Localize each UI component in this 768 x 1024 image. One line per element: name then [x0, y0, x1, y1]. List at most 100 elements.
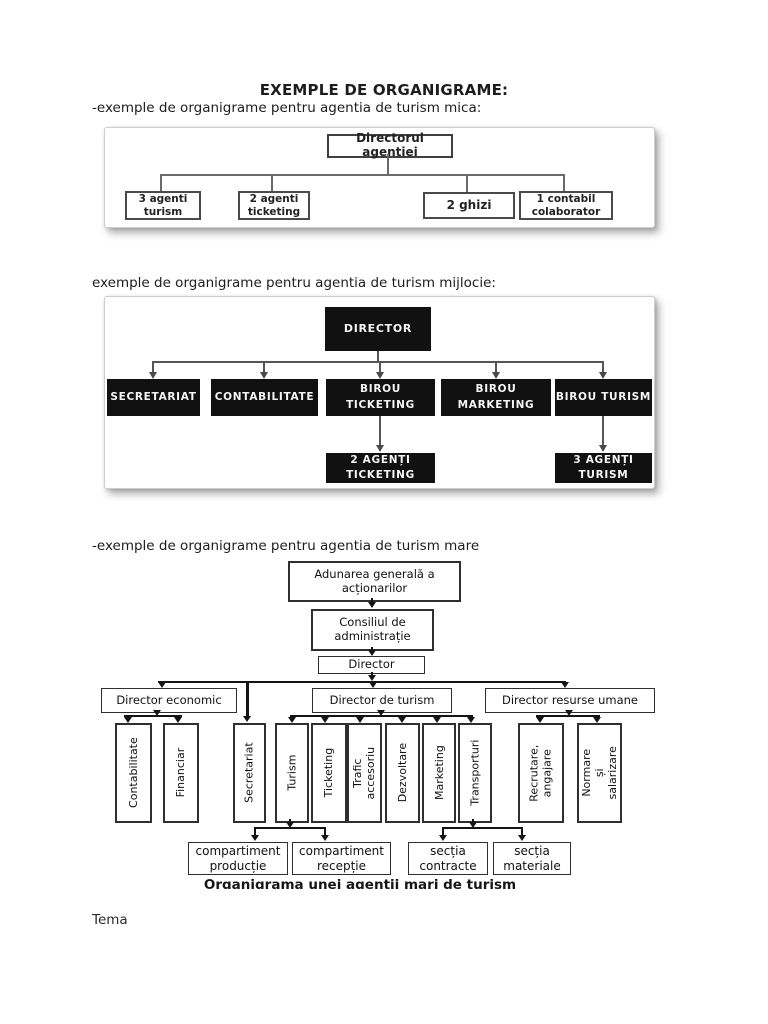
- vertical-label: Marketing: [432, 745, 446, 801]
- org-node-agenti-ticketing: 2 agenti ticketing: [238, 191, 310, 220]
- arrow-down-icon: [467, 717, 475, 723]
- arrow-down-icon: [251, 835, 259, 841]
- connector-line: [324, 827, 326, 835]
- arrow-down-icon: [321, 835, 329, 841]
- org-node-adunarea-generala: Adunarea generală a acționarilor: [288, 561, 461, 602]
- connector-line: [495, 361, 497, 373]
- arrow-down-icon: [376, 445, 384, 452]
- connector-line: [466, 174, 468, 192]
- org-node-financiar: Financiar: [163, 723, 199, 823]
- org-node-compartiment-receptie: compartiment recepție: [292, 842, 391, 875]
- page-title: EXEMPLE DE ORGANIGRAME:: [259, 81, 509, 99]
- connector-line: [152, 361, 603, 363]
- arrow-down-icon: [599, 445, 607, 452]
- org-node-contabilitate: Contabilitate: [115, 723, 152, 823]
- connector-line: [371, 598, 373, 603]
- connector-line: [160, 174, 565, 176]
- org-node-ghizi: 2 ghizi: [423, 192, 515, 219]
- vertical-label: Turism: [285, 754, 299, 792]
- connector-line: [289, 819, 291, 824]
- org-node-transporturi: Transporturi: [458, 723, 492, 823]
- arrow-down-icon: [492, 372, 500, 379]
- org-node-agenti-turism: 3 AGENȚI TURISM: [555, 453, 652, 483]
- arrow-down-icon: [158, 682, 166, 688]
- vertical-label: Ticketing: [322, 748, 336, 798]
- arrow-down-icon: [153, 710, 161, 716]
- arrow-down-icon: [599, 372, 607, 379]
- arrow-down-icon: [356, 717, 364, 723]
- vertical-label: Dezvoltare: [395, 743, 409, 803]
- org-node-trafic-accesoriu: Trafic accesoriu: [347, 723, 382, 823]
- connector-line: [379, 361, 381, 373]
- connector-line: [602, 361, 604, 373]
- org-node-director-resurse-umane: Director resurse umane: [485, 688, 655, 713]
- arrow-down-icon: [368, 602, 376, 608]
- arrow-down-icon: [260, 372, 268, 379]
- arrow-down-icon: [174, 717, 182, 723]
- org-node-director: DIRECTOR: [325, 307, 431, 351]
- heading-medium-agency: exemple de organigrame pentru agentia de…: [92, 275, 496, 291]
- org-node-birou-turism: BIROU TURISM: [555, 379, 652, 416]
- org-node-ticketing: Ticketing: [311, 723, 347, 823]
- connector-line: [442, 827, 444, 835]
- arrow-down-icon: [376, 372, 384, 379]
- connector-line: [160, 174, 162, 191]
- arrow-down-icon: [149, 372, 157, 379]
- connector-line: [521, 827, 523, 835]
- connector-line: [254, 827, 256, 835]
- arrow-down-icon: [288, 717, 296, 723]
- org-node-agenti-turism: 3 agenti turism: [125, 191, 201, 220]
- vertical-label: Transporturi: [468, 739, 482, 807]
- arrow-down-icon: [433, 717, 441, 723]
- arrow-down-icon: [243, 716, 251, 722]
- org-node-consiliul-administratie: Consiliul de administrație: [311, 609, 434, 651]
- org-node-agenti-ticketing: 2 AGENȚI TICKETING: [326, 453, 435, 483]
- connector-line: [387, 154, 389, 174]
- connector-line: [263, 361, 265, 373]
- org-chart-medium-panel: DIRECTOR SECRETARIAT CONTABILITATE BIROU…: [104, 296, 655, 489]
- org-node-dezvoltare: Dezvoltare: [385, 723, 420, 823]
- arrow-down-icon: [518, 835, 526, 841]
- connector-rail: [443, 827, 523, 829]
- connector-rail: [255, 827, 326, 829]
- arrow-down-icon: [561, 682, 569, 688]
- connector-rail: [536, 715, 600, 717]
- arrow-down-icon: [124, 717, 132, 723]
- org-node-secretariat: SECRETARIAT: [107, 379, 200, 416]
- vertical-label: Normare și salarizare: [579, 746, 620, 800]
- org-node-director-turism: Director de turism: [312, 688, 452, 713]
- vertical-label: Financiar: [174, 748, 188, 798]
- org-node-compartiment-productie: compartiment producție: [188, 842, 288, 875]
- footer-tema: Tema: [92, 912, 128, 928]
- connector-line: [602, 416, 604, 446]
- org-node-sectia-materiale: secția materiale: [493, 842, 571, 875]
- connector-line: [377, 351, 379, 362]
- vertical-label: Trafic accesoriu: [351, 746, 378, 800]
- org-node-marketing: Marketing: [422, 723, 456, 823]
- org-node-director-economic: Director economic: [101, 688, 237, 713]
- org-node-contabil: 1 contabil colaborator: [519, 191, 613, 220]
- org-node-secretariat: Secretariat: [233, 723, 266, 823]
- connector-line: [472, 819, 474, 824]
- org-node-sectia-contracte: secția contracte: [408, 842, 488, 875]
- vertical-label: Recrutare, angajare: [527, 744, 554, 802]
- org-chart-small-panel: Directorul agentiei 3 agenti turism 2 ag…: [104, 127, 655, 228]
- arrow-down-icon: [439, 835, 447, 841]
- org-node-turism: Turism: [275, 723, 309, 823]
- org-node-recrutare-angajare: Recrutare, angajare: [518, 723, 564, 823]
- arrow-down-icon: [377, 710, 385, 716]
- arrow-down-icon: [469, 822, 477, 828]
- connector-line: [271, 174, 273, 191]
- connector-line: [246, 683, 249, 717]
- org-node-birou-ticketing: BIROU TICKETING: [326, 379, 435, 416]
- connector-line: [152, 361, 154, 373]
- org-node-director-agentie: Directorul agentiei: [327, 131, 453, 159]
- connector-line: [371, 647, 373, 651]
- org-node-contabilitate: CONTABILITATE: [211, 379, 318, 416]
- heading-small-agency: -exemple de organigrame pentru agentia d…: [92, 100, 482, 116]
- vertical-label: Secretariat: [242, 742, 256, 804]
- arrow-down-icon: [536, 717, 544, 723]
- arrow-down-icon: [565, 710, 573, 716]
- arrow-down-icon: [321, 717, 329, 723]
